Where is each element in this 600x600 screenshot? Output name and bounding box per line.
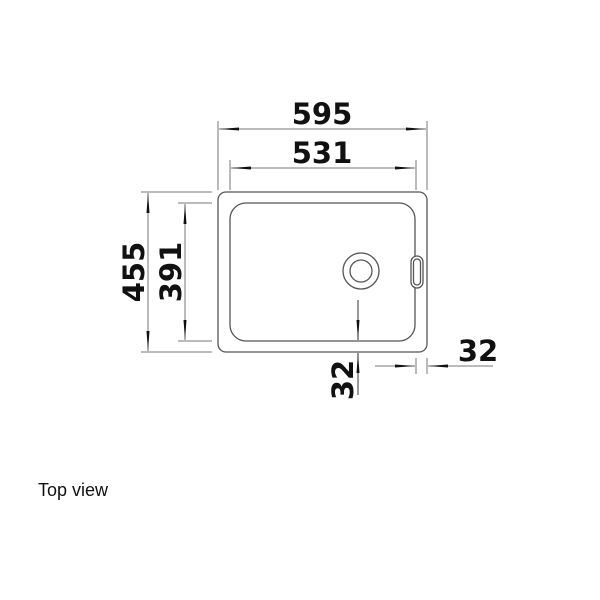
bowl-depth-label: 391	[154, 242, 188, 303]
outer-rim	[217, 191, 428, 353]
overflow-slot-icon	[410, 255, 424, 289]
dimension-bowl-depth	[178, 202, 212, 342]
overall-depth-label: 455	[117, 242, 151, 303]
dimension-bowl-width	[229, 160, 417, 190]
dimension-overall-depth	[141, 191, 212, 353]
dimension-right-offset	[375, 358, 493, 374]
bowl-width-label: 531	[292, 136, 353, 170]
bottom-offset-label: 32	[326, 360, 360, 400]
inner-bowl	[229, 202, 416, 342]
right-offset-label: 32	[458, 334, 498, 368]
dimension-overall-width	[217, 121, 428, 190]
sink-outline	[217, 191, 428, 353]
drain-icon	[342, 252, 380, 290]
view-caption: Top view	[38, 480, 109, 500]
overall-width-label: 595	[292, 97, 353, 131]
